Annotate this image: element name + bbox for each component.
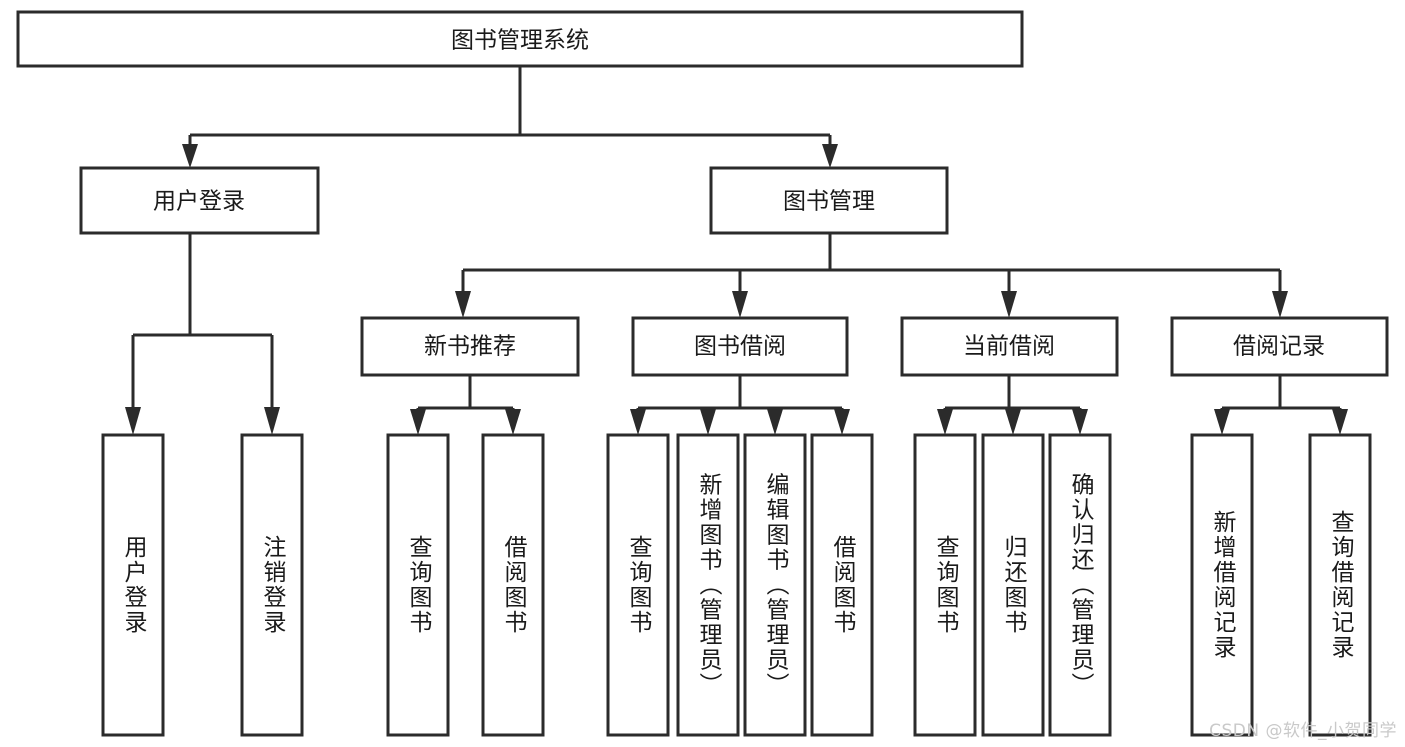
node-user-login-box[interactable] (79, 166, 320, 235)
node-leaf-label: 查询图书 (625, 535, 653, 635)
node-borrow-record-label: 借阅记录 (1233, 334, 1325, 360)
node-leaf-box[interactable] (481, 433, 545, 737)
connector-group-current-borrow (937, 375, 1088, 435)
node-leaf-label: 借阅图书 (500, 535, 528, 635)
node-leaf-box[interactable] (386, 433, 450, 737)
connector-group-root (182, 66, 838, 168)
node-leaf-label: 借阅图书 (829, 535, 857, 635)
node-leaf-query-borrow-record[interactable]: 查询借阅记录 (1308, 433, 1372, 737)
arrow-head-icon (1005, 409, 1021, 435)
arrow-head-icon (1272, 291, 1288, 318)
node-leaf-label: 确认归还（管理员） (1067, 473, 1095, 698)
node-root[interactable]: 图书管理系统 (16, 10, 1024, 68)
node-current-borrow-box[interactable] (900, 316, 1119, 377)
node-leaf-label: 编辑图书（管理员） (762, 473, 790, 698)
arrow-head-icon (834, 409, 850, 435)
node-book-management-label: 图书管理 (783, 189, 875, 215)
connector-group-borrow (630, 375, 850, 435)
node-leaf-borrow-book[interactable]: 借阅图书 (810, 433, 874, 737)
node-borrow-record-box[interactable] (1170, 316, 1389, 377)
node-borrow-record[interactable]: 借阅记录 (1170, 316, 1389, 377)
node-leaf-box[interactable] (676, 433, 740, 737)
node-leaf-label: 新增借阅记录 (1209, 510, 1237, 660)
node-current-borrow[interactable]: 当前借阅 (900, 316, 1119, 377)
node-leaf-edit-book-admin[interactable]: 编辑图书（管理员） (743, 433, 807, 737)
arrow-head-icon (505, 409, 521, 435)
node-leaf-box[interactable] (1190, 433, 1254, 737)
arrow-head-icon (1214, 409, 1230, 435)
arrow-head-icon (937, 409, 953, 435)
node-leaf-box[interactable] (240, 433, 304, 737)
node-book-borrow[interactable]: 图书借阅 (631, 316, 849, 377)
node-leaf-box[interactable] (913, 433, 977, 737)
node-leaf-query-book-borrow[interactable]: 查询图书 (606, 433, 670, 737)
arrow-head-icon (125, 407, 141, 435)
node-leaf-label: 查询图书 (405, 535, 433, 635)
node-leaf-borrow-book-recommend[interactable]: 借阅图书 (481, 433, 545, 737)
node-book-borrow-box[interactable] (631, 316, 849, 377)
node-leaf-return-book[interactable]: 归还图书 (981, 433, 1045, 737)
node-new-book-recommend-label: 新书推荐 (424, 334, 516, 360)
node-root-box[interactable] (16, 10, 1024, 68)
arrow-head-icon (410, 409, 426, 435)
node-new-book-recommend-box[interactable] (360, 316, 580, 377)
node-leaf-query-book-recommend[interactable]: 查询图书 (386, 433, 450, 737)
node-leaf-label: 查询借阅记录 (1327, 510, 1355, 660)
node-leaf-box[interactable] (1048, 433, 1112, 737)
arrow-head-icon (1332, 409, 1348, 435)
node-leaf-confirm-return-admin[interactable]: 确认归还（管理员） (1048, 433, 1112, 737)
node-leaf-box[interactable] (606, 433, 670, 737)
node-leaf-label: 新增图书（管理员） (695, 473, 723, 698)
node-leaf-label: 归还图书 (1000, 535, 1028, 635)
arrow-head-icon (264, 407, 280, 435)
arrow-head-icon (1001, 291, 1017, 318)
node-leaf-query-book-current[interactable]: 查询图书 (913, 433, 977, 737)
arrow-head-icon (822, 144, 838, 168)
node-book-management[interactable]: 图书管理 (709, 166, 949, 235)
node-user-login-label: 用户登录 (153, 189, 245, 215)
arrow-head-icon (1072, 409, 1088, 435)
connector-group-book-mgmt (455, 233, 1288, 318)
arrow-head-icon (630, 409, 646, 435)
node-new-book-recommend[interactable]: 新书推荐 (360, 316, 580, 377)
node-current-borrow-label: 当前借阅 (963, 334, 1055, 360)
node-leaf-box[interactable] (101, 433, 165, 737)
node-leaf-add-borrow-record[interactable]: 新增借阅记录 (1190, 433, 1254, 737)
arrow-head-icon (455, 291, 471, 318)
node-leaf-user-login[interactable]: 用户登录 (101, 433, 165, 737)
node-leaf-label: 用户登录 (120, 535, 148, 635)
node-leaf-label: 注销登录 (259, 535, 287, 635)
node-leaf-box[interactable] (981, 433, 1045, 737)
arrow-head-icon (182, 144, 198, 168)
node-root-label: 图书管理系统 (451, 28, 589, 54)
node-leaf-box[interactable] (743, 433, 807, 737)
node-user-login[interactable]: 用户登录 (79, 166, 320, 235)
connector-group-user-login (125, 233, 280, 435)
arrow-head-icon (732, 291, 748, 318)
arrow-head-icon (700, 409, 716, 435)
node-leaf-box[interactable] (1308, 433, 1372, 737)
connector-group-new-book (410, 375, 521, 435)
node-leaf-box[interactable] (810, 433, 874, 737)
node-book-borrow-label: 图书借阅 (694, 334, 786, 360)
node-leaf-add-book-admin[interactable]: 新增图书（管理员） (676, 433, 740, 737)
node-book-management-box[interactable] (709, 166, 949, 235)
arrow-head-icon (767, 409, 783, 435)
node-leaf-label: 查询图书 (932, 535, 960, 635)
node-leaf-logout[interactable]: 注销登录 (240, 433, 304, 737)
connector-group-borrow-record (1214, 375, 1348, 435)
